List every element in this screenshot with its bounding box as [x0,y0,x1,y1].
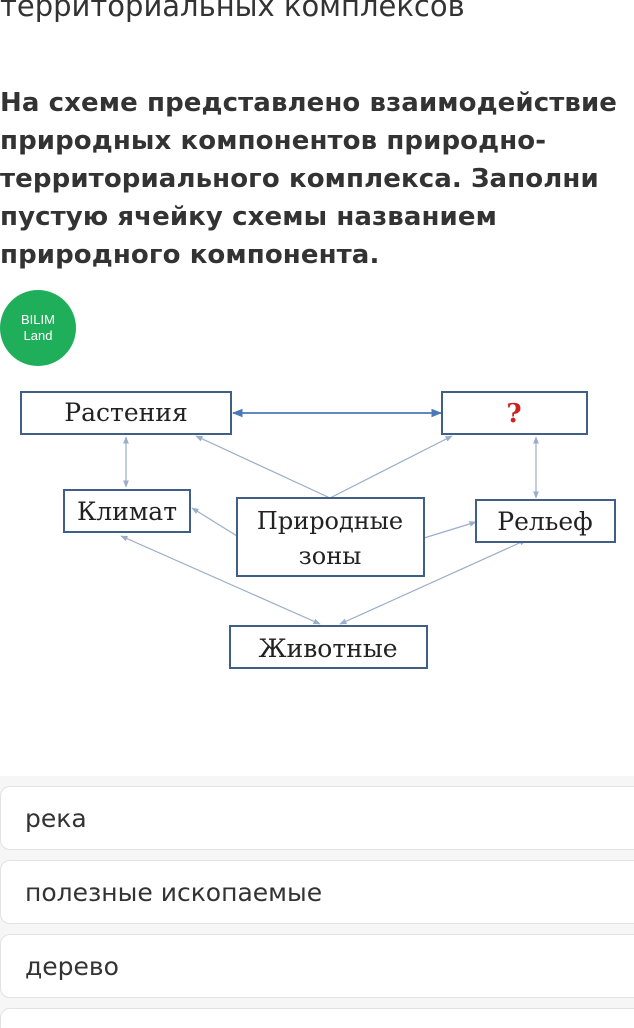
arrow-climate-animals [120,535,321,625]
arrow-zones-unknown [329,435,453,499]
node-climate-label: Климат [77,497,177,526]
answer-option-river[interactable]: река [0,786,634,850]
node-animals: Животные [229,625,428,669]
answer-option-label: дерево [25,951,119,981]
node-relief-label: Рельеф [497,507,592,536]
answer-option-next-partial[interactable] [0,1008,634,1028]
node-plants: Растения [20,391,232,435]
answer-option-minerals[interactable]: полезные ископаемые [0,860,634,924]
node-unknown-label: ? [506,399,521,429]
node-plants-label: Растения [64,398,187,427]
answer-option-tree[interactable]: дерево [0,934,634,998]
arrow-zones-relief [423,521,477,539]
answer-options-area: река полезные ископаемые дерево [0,776,634,1028]
node-climate: Климат [63,489,191,533]
scheme-diagram: Растения ? Климат Природные зоны Рельеф … [20,391,616,669]
node-zones-label-line2: зоны [299,542,362,570]
bilimland-logo: BILIM Land [0,290,76,366]
answer-option-label: река [25,803,87,833]
arrow-relief-animals [339,539,527,625]
question-text: На схеме представлено взаимодействие при… [0,88,618,270]
page-heading-fragment: территориальных комплексов [0,0,465,23]
logo-text-line1: BILIM [21,312,55,327]
arrow-zones-plants [195,435,331,499]
node-relief: Рельеф [475,499,616,543]
answer-option-label: полезные ископаемые [25,877,323,907]
node-zones-label-line1: Природные [257,507,403,535]
logo-text-line2: Land [23,328,53,343]
node-unknown: ? [441,391,588,435]
node-animals-label: Животные [258,634,397,663]
node-natural-zones: Природные зоны [236,497,425,577]
arrow-zones-climate [191,507,238,537]
